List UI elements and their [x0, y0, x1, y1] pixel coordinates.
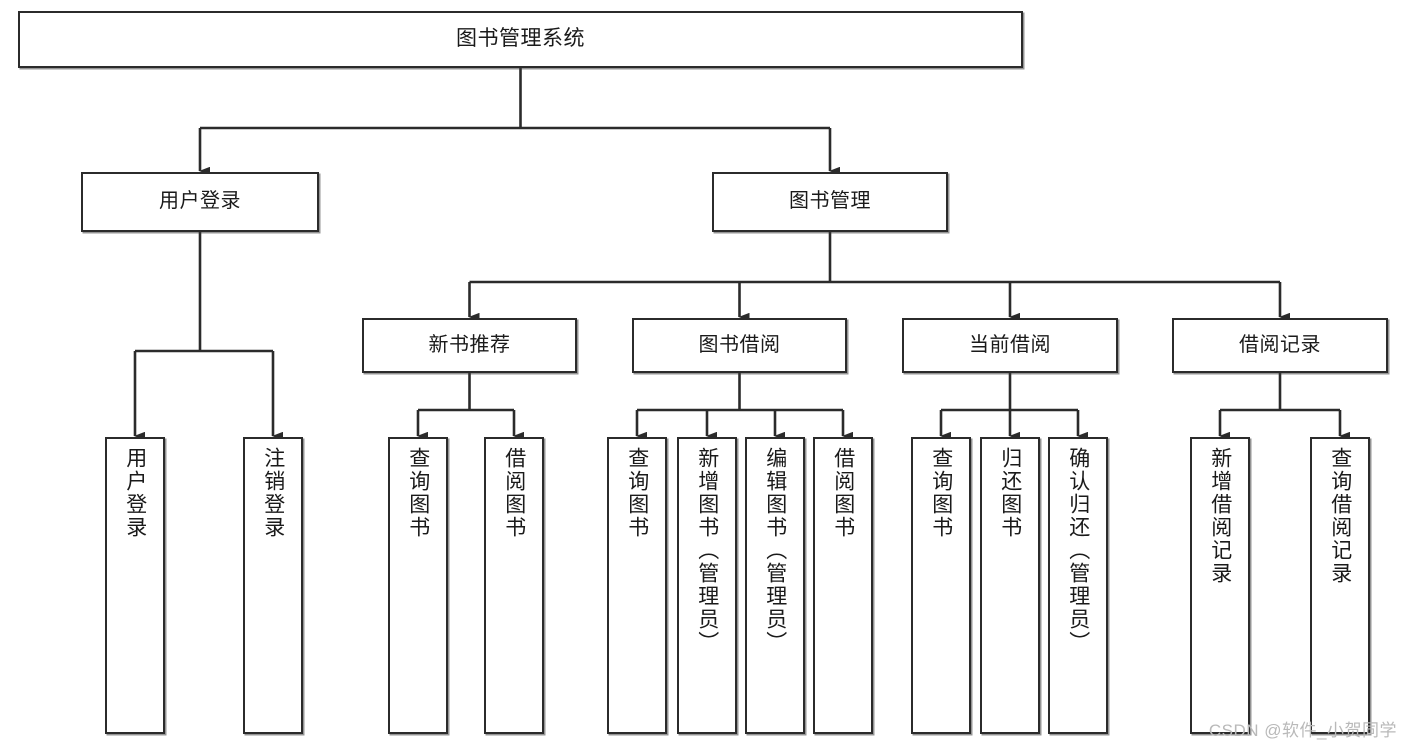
node-book-borrow[interactable]: 图书借阅 [632, 318, 847, 373]
node-label: 查询借阅记录 [1328, 447, 1352, 585]
node-borrow-record[interactable]: 借阅记录 [1172, 318, 1388, 373]
node-leaf-add-book[interactable]: 新增图书（管理员） [677, 437, 737, 734]
node-label: 查询图书 [929, 447, 953, 539]
node-label: 借阅记录 [1239, 333, 1321, 356]
node-label: 注销登录 [261, 447, 285, 539]
node-new-book-rec[interactable]: 新书推荐 [362, 318, 577, 373]
node-label: 图书管理系统 [456, 27, 585, 51]
node-label: 用户登录 [123, 447, 147, 539]
node-leaf-return-book[interactable]: 归还图书 [980, 437, 1040, 734]
node-leaf-add-record[interactable]: 新增借阅记录 [1190, 437, 1250, 734]
node-leaf-borrow-book-1[interactable]: 借阅图书 [484, 437, 544, 734]
node-label: 查询图书 [625, 447, 649, 539]
node-label: 新增借阅记录 [1208, 447, 1232, 585]
node-label: 借阅图书 [502, 447, 526, 539]
node-leaf-user-login[interactable]: 用户登录 [105, 437, 165, 734]
node-leaf-edit-book[interactable]: 编辑图书（管理员） [745, 437, 805, 734]
node-leaf-query-book-1[interactable]: 查询图书 [388, 437, 448, 734]
node-leaf-confirm-return[interactable]: 确认归还（管理员） [1048, 437, 1108, 734]
node-label: 当前借阅 [969, 333, 1051, 356]
node-leaf-borrow-book-2[interactable]: 借阅图书 [813, 437, 873, 734]
node-root[interactable]: 图书管理系统 [18, 11, 1023, 68]
node-label: 编辑图书（管理员） [763, 447, 787, 654]
node-label: 借阅图书 [831, 447, 855, 539]
node-current-borrow[interactable]: 当前借阅 [902, 318, 1118, 373]
node-leaf-user-logout[interactable]: 注销登录 [243, 437, 303, 734]
node-label: 图书借阅 [698, 333, 781, 356]
node-user-login[interactable]: 用户登录 [81, 172, 319, 232]
node-label: 查询图书 [406, 447, 430, 539]
node-leaf-query-book-2[interactable]: 查询图书 [607, 437, 667, 734]
node-label: 新书推荐 [428, 333, 511, 356]
watermark: CSDN @软件_小贺同学 [1208, 721, 1397, 740]
node-leaf-query-record[interactable]: 查询借阅记录 [1310, 437, 1370, 734]
node-label: 新增图书（管理员） [695, 447, 719, 654]
node-leaf-query-book-3[interactable]: 查询图书 [911, 437, 971, 734]
node-book-manage[interactable]: 图书管理 [712, 172, 948, 232]
node-label: 用户登录 [159, 190, 241, 213]
node-label: 图书管理 [789, 190, 871, 213]
node-label: 归还图书 [998, 447, 1022, 539]
node-label: 确认归还（管理员） [1066, 447, 1090, 654]
